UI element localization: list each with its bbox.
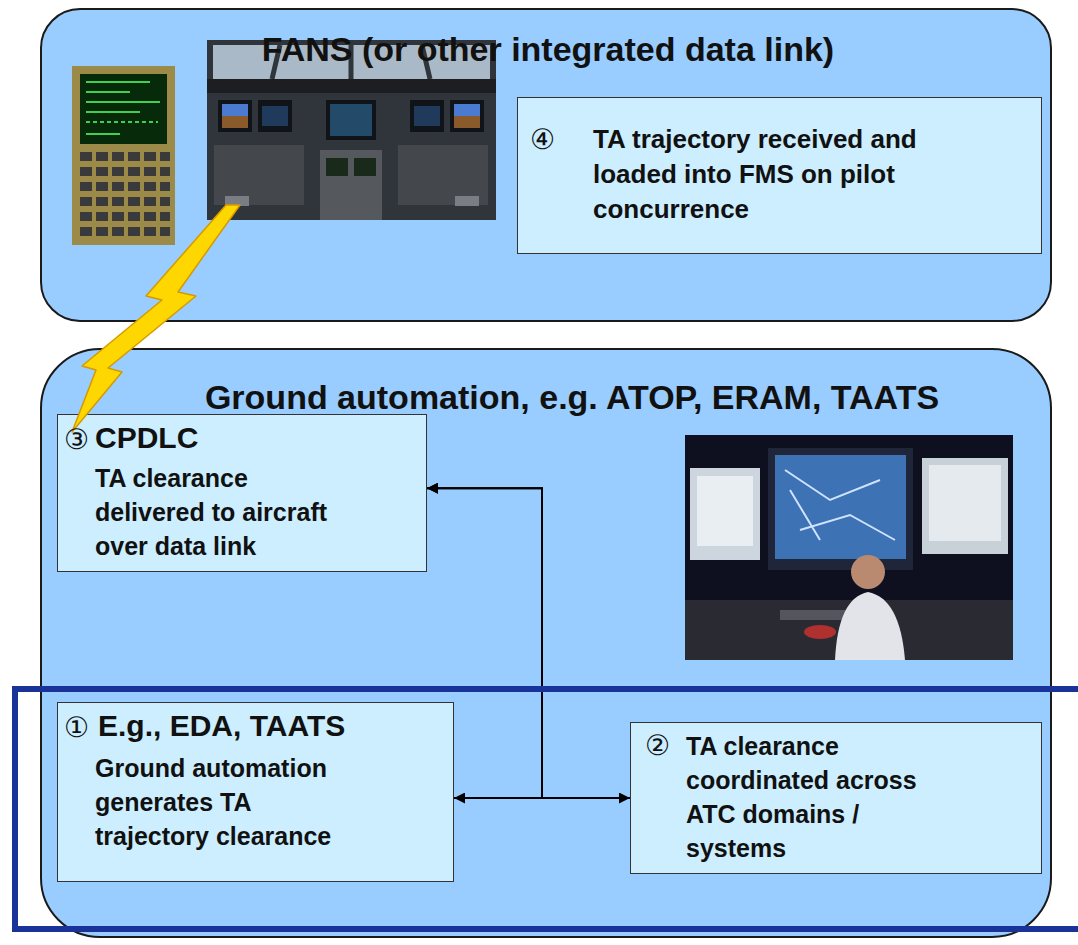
callout-number: ① [64, 711, 98, 745]
system-panel: FANS (or other integrated data link) ④ TA … [40, 8, 1052, 322]
panel-title: FANS (or other integrated data link) [62, 28, 1034, 70]
panel-title: Ground automation, e.g. ATOP, ERAM, TAAT… [102, 376, 1042, 418]
cockpit-photo [207, 40, 496, 220]
box-heading: CPDLC [95, 419, 415, 457]
connector-arrow [427, 488, 630, 798]
process-box: ②TA clearance coordinated across ATC dom… [630, 722, 1042, 874]
callout-number: ② [645, 729, 681, 763]
process-box: ④ TA trajectory received and loaded into … [517, 97, 1042, 254]
callout-number: ③ [64, 423, 98, 457]
system-panel: Ground automation, e.g. ATOP, ERAM, TAAT… [40, 348, 1052, 938]
box-heading: E.g., EDA, TAATS [98, 707, 443, 745]
box-text: Ground automation generates TA trajector… [95, 751, 340, 853]
box-text: TA clearance delivered to aircraft over … [95, 461, 345, 563]
box-text: TA trajectory received and loaded into F… [593, 122, 938, 227]
box-text: TA clearance coordinated across ATC doma… [686, 729, 948, 865]
cdu-photo [72, 66, 175, 245]
process-box: ①E.g., EDA, TAATS Ground automation gener… [57, 702, 454, 882]
process-box: ③CPDLC TA clearance delivered to aircraft… [57, 414, 427, 572]
region-outline [15, 689, 1078, 929]
controller-photo [685, 435, 1013, 660]
datalink-bolt [72, 205, 240, 432]
callout-number: ④ [530, 122, 580, 157]
